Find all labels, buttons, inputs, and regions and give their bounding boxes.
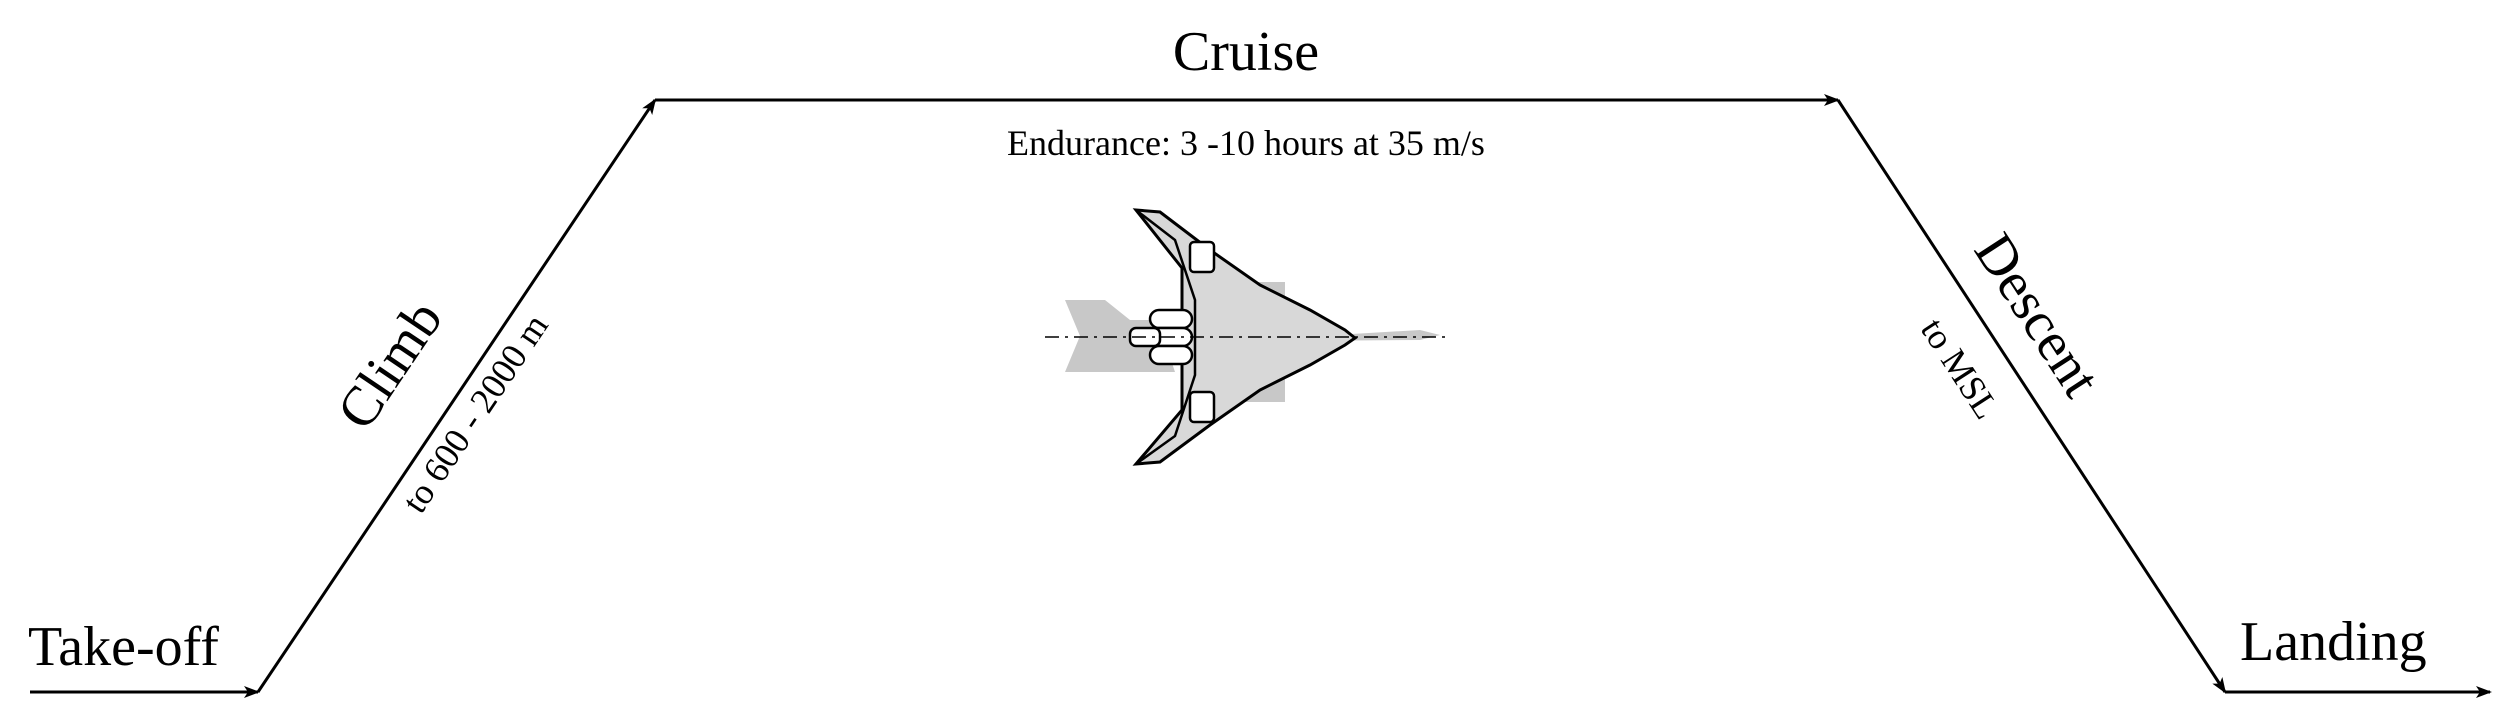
engine-pod (1188, 390, 1216, 424)
climb-arrow (256, 98, 657, 693)
engine-pod (1188, 240, 1216, 274)
cruise-note: Endurance: 3 -10 hours at 35 m/s (1007, 123, 1485, 163)
cruise-label: Cruise (1173, 21, 1319, 83)
engine-pod (1148, 308, 1194, 330)
descent-arrow (1836, 99, 2227, 694)
aircraft-icon (1045, 208, 1450, 466)
takeoff-label: Take-off (28, 616, 219, 678)
flight-path (30, 94, 2492, 698)
engine-pod (1148, 344, 1194, 366)
landing-label: Landing (2240, 611, 2427, 673)
descent-note: to MSL (1913, 311, 2007, 426)
climb-label: Climb (325, 290, 455, 441)
